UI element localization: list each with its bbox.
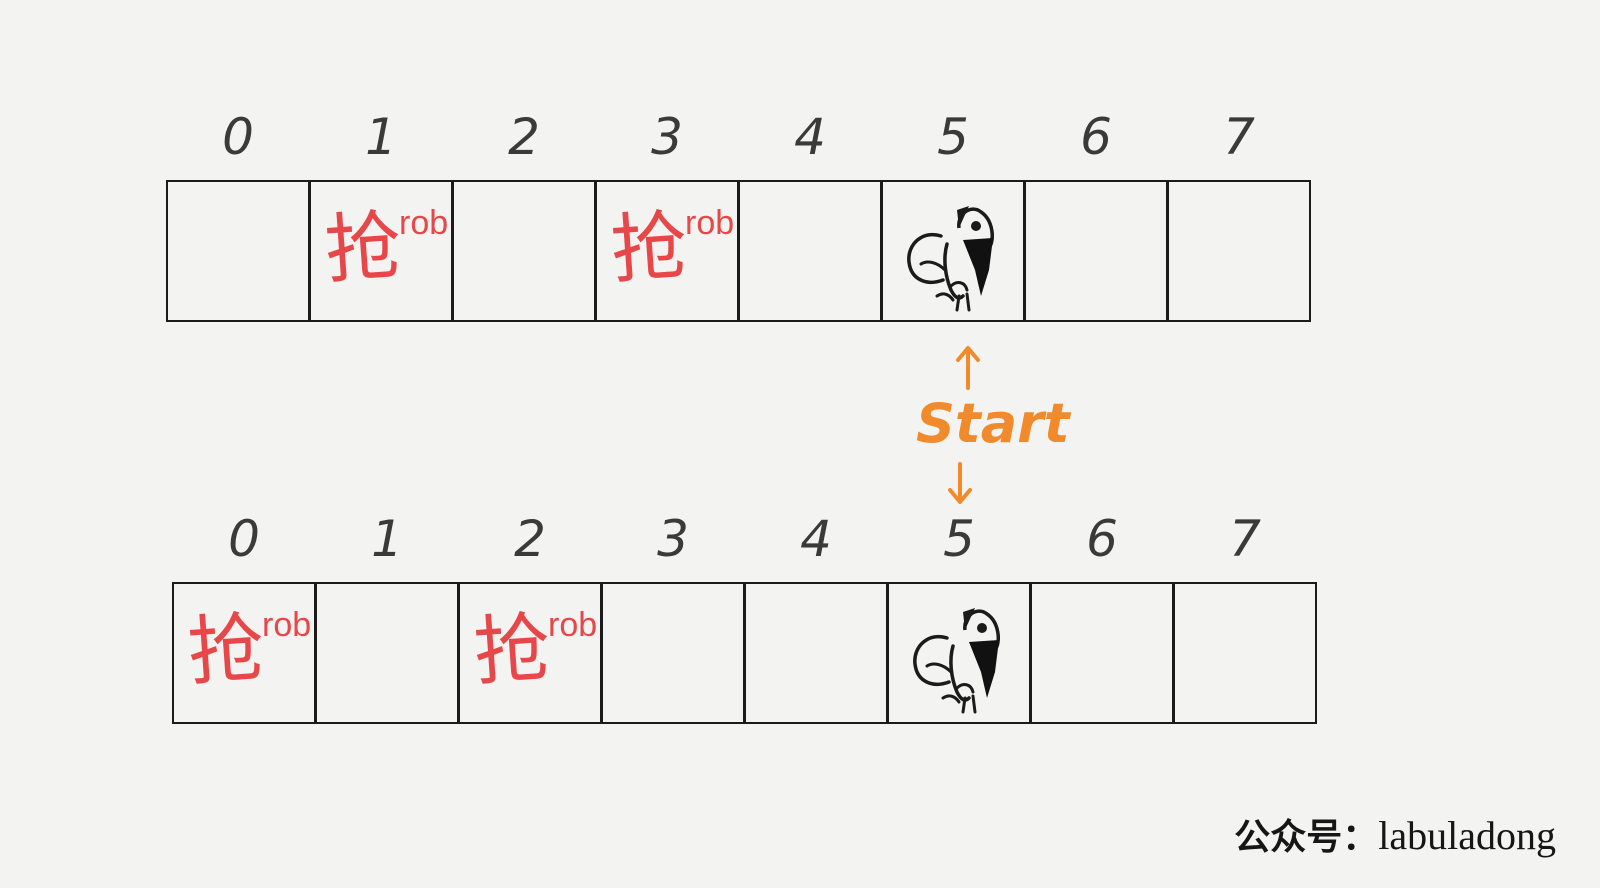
house-cell-4: 4 <box>738 108 882 322</box>
house-index-label: 7 <box>1223 108 1255 166</box>
robber-icon <box>907 206 995 312</box>
house-cell-5: 5 <box>887 510 1031 724</box>
start-label: Start <box>916 392 1070 455</box>
house-cell-1: 1 <box>315 510 459 724</box>
house-index-label: 6 <box>1086 510 1118 568</box>
house-index-label: 5 <box>943 510 975 568</box>
house-index-label: 7 <box>1229 510 1261 568</box>
rob-mark: 抢 <box>470 602 553 697</box>
brand-watermark: 公众号：labuladong <box>1234 808 1556 860</box>
rob-mark: 抢 <box>184 602 267 697</box>
house-index-label: 3 <box>657 510 689 568</box>
rob-tag: rob <box>685 204 735 242</box>
house-index-label: 1 <box>365 108 397 166</box>
house-cell-5: 5 <box>881 108 1025 322</box>
house-index-label: 6 <box>1080 108 1112 166</box>
house-index-label: 0 <box>222 108 254 166</box>
house-cell-0: 0 <box>166 108 310 322</box>
house-index-label: 4 <box>800 510 832 568</box>
house-cell-4: 4 <box>744 510 888 724</box>
house-cell-2: 2 <box>452 108 596 322</box>
house-cell-6: 6 <box>1030 510 1174 724</box>
rob-mark: 抢 <box>321 200 404 295</box>
arrow-up-icon <box>956 346 980 390</box>
house-cell-3: 3 <box>601 510 745 724</box>
robber-icon <box>913 608 1001 714</box>
rob-tag: rob <box>262 606 312 644</box>
house-index-label: 4 <box>794 108 826 166</box>
house-index-label: 1 <box>371 510 403 568</box>
house-cell-6: 6 <box>1024 108 1168 322</box>
brand-prefix: 公众号： <box>1234 817 1379 858</box>
house-index-label: 3 <box>651 108 683 166</box>
arrow-down-icon <box>948 462 972 504</box>
brand-name: labuladong <box>1378 813 1556 858</box>
house-index-label: 0 <box>228 510 260 568</box>
house-index-label: 2 <box>514 510 546 568</box>
house-index-label: 2 <box>508 108 540 166</box>
house-index-label: 5 <box>937 108 969 166</box>
rob-mark: 抢 <box>607 200 690 295</box>
house-cell-7: 7 <box>1173 510 1317 724</box>
rob-tag: rob <box>399 204 449 242</box>
house-cell-7: 7 <box>1167 108 1311 322</box>
rob-tag: rob <box>548 606 598 644</box>
